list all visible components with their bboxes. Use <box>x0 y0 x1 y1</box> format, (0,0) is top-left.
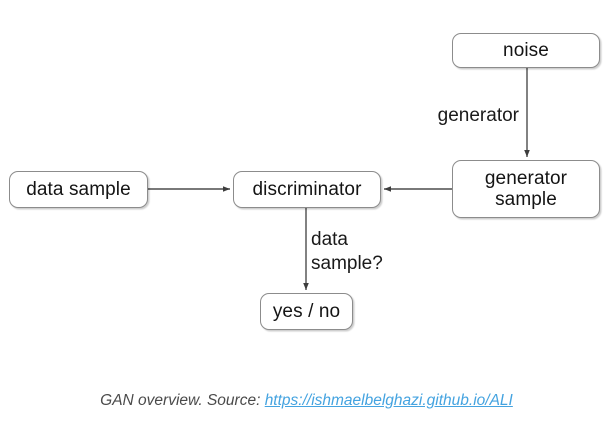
node-data-sample-label: data sample <box>26 178 131 200</box>
node-discriminator-label: discriminator <box>252 178 362 200</box>
node-yes-no-label: yes / no <box>272 300 341 322</box>
node-noise-label: noise <box>503 39 549 61</box>
caption: GAN overview. Source: https://ishmaelbel… <box>0 392 613 410</box>
node-data-sample[interactable]: data sample <box>9 171 148 208</box>
edge-label-generator: generator <box>437 105 519 126</box>
node-generator-sample-label: generator sample <box>484 167 568 210</box>
node-discriminator[interactable]: discriminator <box>233 171 381 208</box>
edge-label-data-sample-question: data sample? <box>311 229 383 275</box>
caption-source-link[interactable]: https://ishmaelbelghazi.github.io/ALI <box>264 392 513 409</box>
caption-prefix: GAN overview. Source: <box>100 392 261 409</box>
node-yes-no[interactable]: yes / no <box>260 293 353 330</box>
node-generator-sample[interactable]: generator sample <box>452 160 600 218</box>
node-noise[interactable]: noise <box>452 33 600 68</box>
